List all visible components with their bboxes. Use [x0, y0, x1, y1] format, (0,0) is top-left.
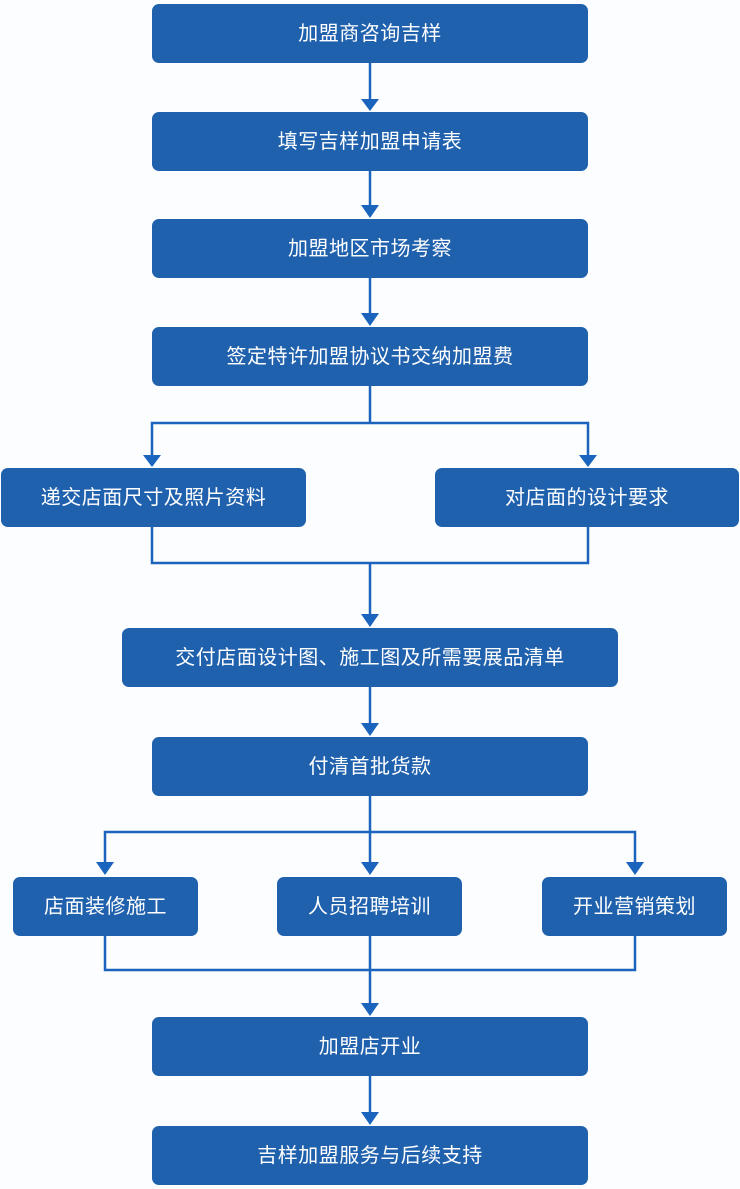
- node-decorate-label: 店面装修施工: [44, 895, 167, 918]
- node-pay-label: 付清首批货款: [308, 755, 432, 778]
- arrowhead-icon: [361, 205, 379, 218]
- arrowhead-icon: [361, 723, 379, 736]
- node-recruit: 人员招聘培训: [277, 877, 462, 936]
- arrowhead-icon: [361, 614, 379, 627]
- node-opening-label: 加盟店开业: [318, 1035, 422, 1058]
- node-consult: 加盟商咨询吉样: [152, 4, 588, 63]
- arrowhead-icon: [96, 862, 114, 875]
- arrowhead-icon: [579, 455, 597, 467]
- node-support-label: 吉样加盟服务与后续支持: [257, 1144, 483, 1167]
- connector-line: [103, 796, 637, 862]
- node-submit-info-label: 递交店面尺寸及照片资料: [40, 486, 267, 509]
- arrowhead-icon: [361, 1112, 379, 1125]
- node-apply: 填写吉样加盟申请表: [152, 112, 588, 171]
- arrowhead-icon: [361, 99, 379, 111]
- connector-line: [150, 527, 590, 614]
- connector-line: [150, 386, 590, 455]
- node-recruit-label: 人员招聘培训: [308, 895, 431, 918]
- node-support: 吉样加盟服务与后续支持: [152, 1126, 588, 1185]
- node-opening: 加盟店开业: [152, 1017, 588, 1076]
- node-survey-label: 加盟地区市场考察: [288, 237, 452, 260]
- node-consult-label: 加盟商咨询吉样: [298, 22, 442, 45]
- arrowhead-icon: [626, 862, 644, 875]
- node-deliver-design: 交付店面设计图、施工图及所需要展品清单: [122, 628, 618, 687]
- node-survey: 加盟地区市场考察: [152, 219, 588, 278]
- node-marketing: 开业营销策划: [542, 877, 727, 936]
- node-apply-label: 填写吉样加盟申请表: [277, 130, 463, 153]
- arrowhead-icon: [361, 1003, 379, 1016]
- arrowhead-icon: [143, 455, 161, 467]
- node-design-req: 对店面的设计要求: [435, 468, 739, 527]
- node-marketing-label: 开业营销策划: [573, 895, 696, 918]
- connector-line: [103, 936, 637, 1003]
- arrowhead-icon: [361, 313, 379, 326]
- node-design-req-label: 对店面的设计要求: [505, 486, 669, 509]
- node-pay: 付清首批货款: [152, 737, 588, 796]
- node-sign-label: 签定特许加盟协议书交纳加盟费: [226, 345, 514, 368]
- node-deliver-design-label: 交付店面设计图、施工图及所需要展品清单: [175, 646, 565, 669]
- node-decorate: 店面装修施工: [13, 877, 198, 936]
- node-sign: 签定特许加盟协议书交纳加盟费: [152, 327, 588, 386]
- node-submit-info: 递交店面尺寸及照片资料: [1, 468, 306, 527]
- arrowhead-icon: [361, 862, 379, 875]
